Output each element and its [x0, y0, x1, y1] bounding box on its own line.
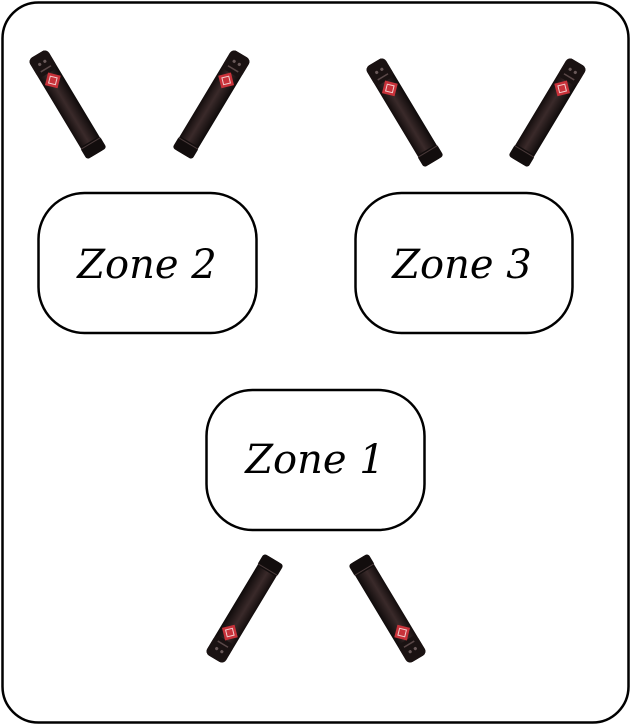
zone-1-box: Zone 1: [207, 390, 425, 530]
room-outline: [3, 3, 629, 723]
zone-3-label: Zone 3: [390, 242, 531, 288]
zone-3-box: Zone 3: [356, 193, 573, 333]
zone-1-label: Zone 1: [243, 437, 384, 483]
zone-2-label: Zone 2: [75, 242, 216, 288]
zone-2-box: Zone 2: [39, 193, 257, 333]
